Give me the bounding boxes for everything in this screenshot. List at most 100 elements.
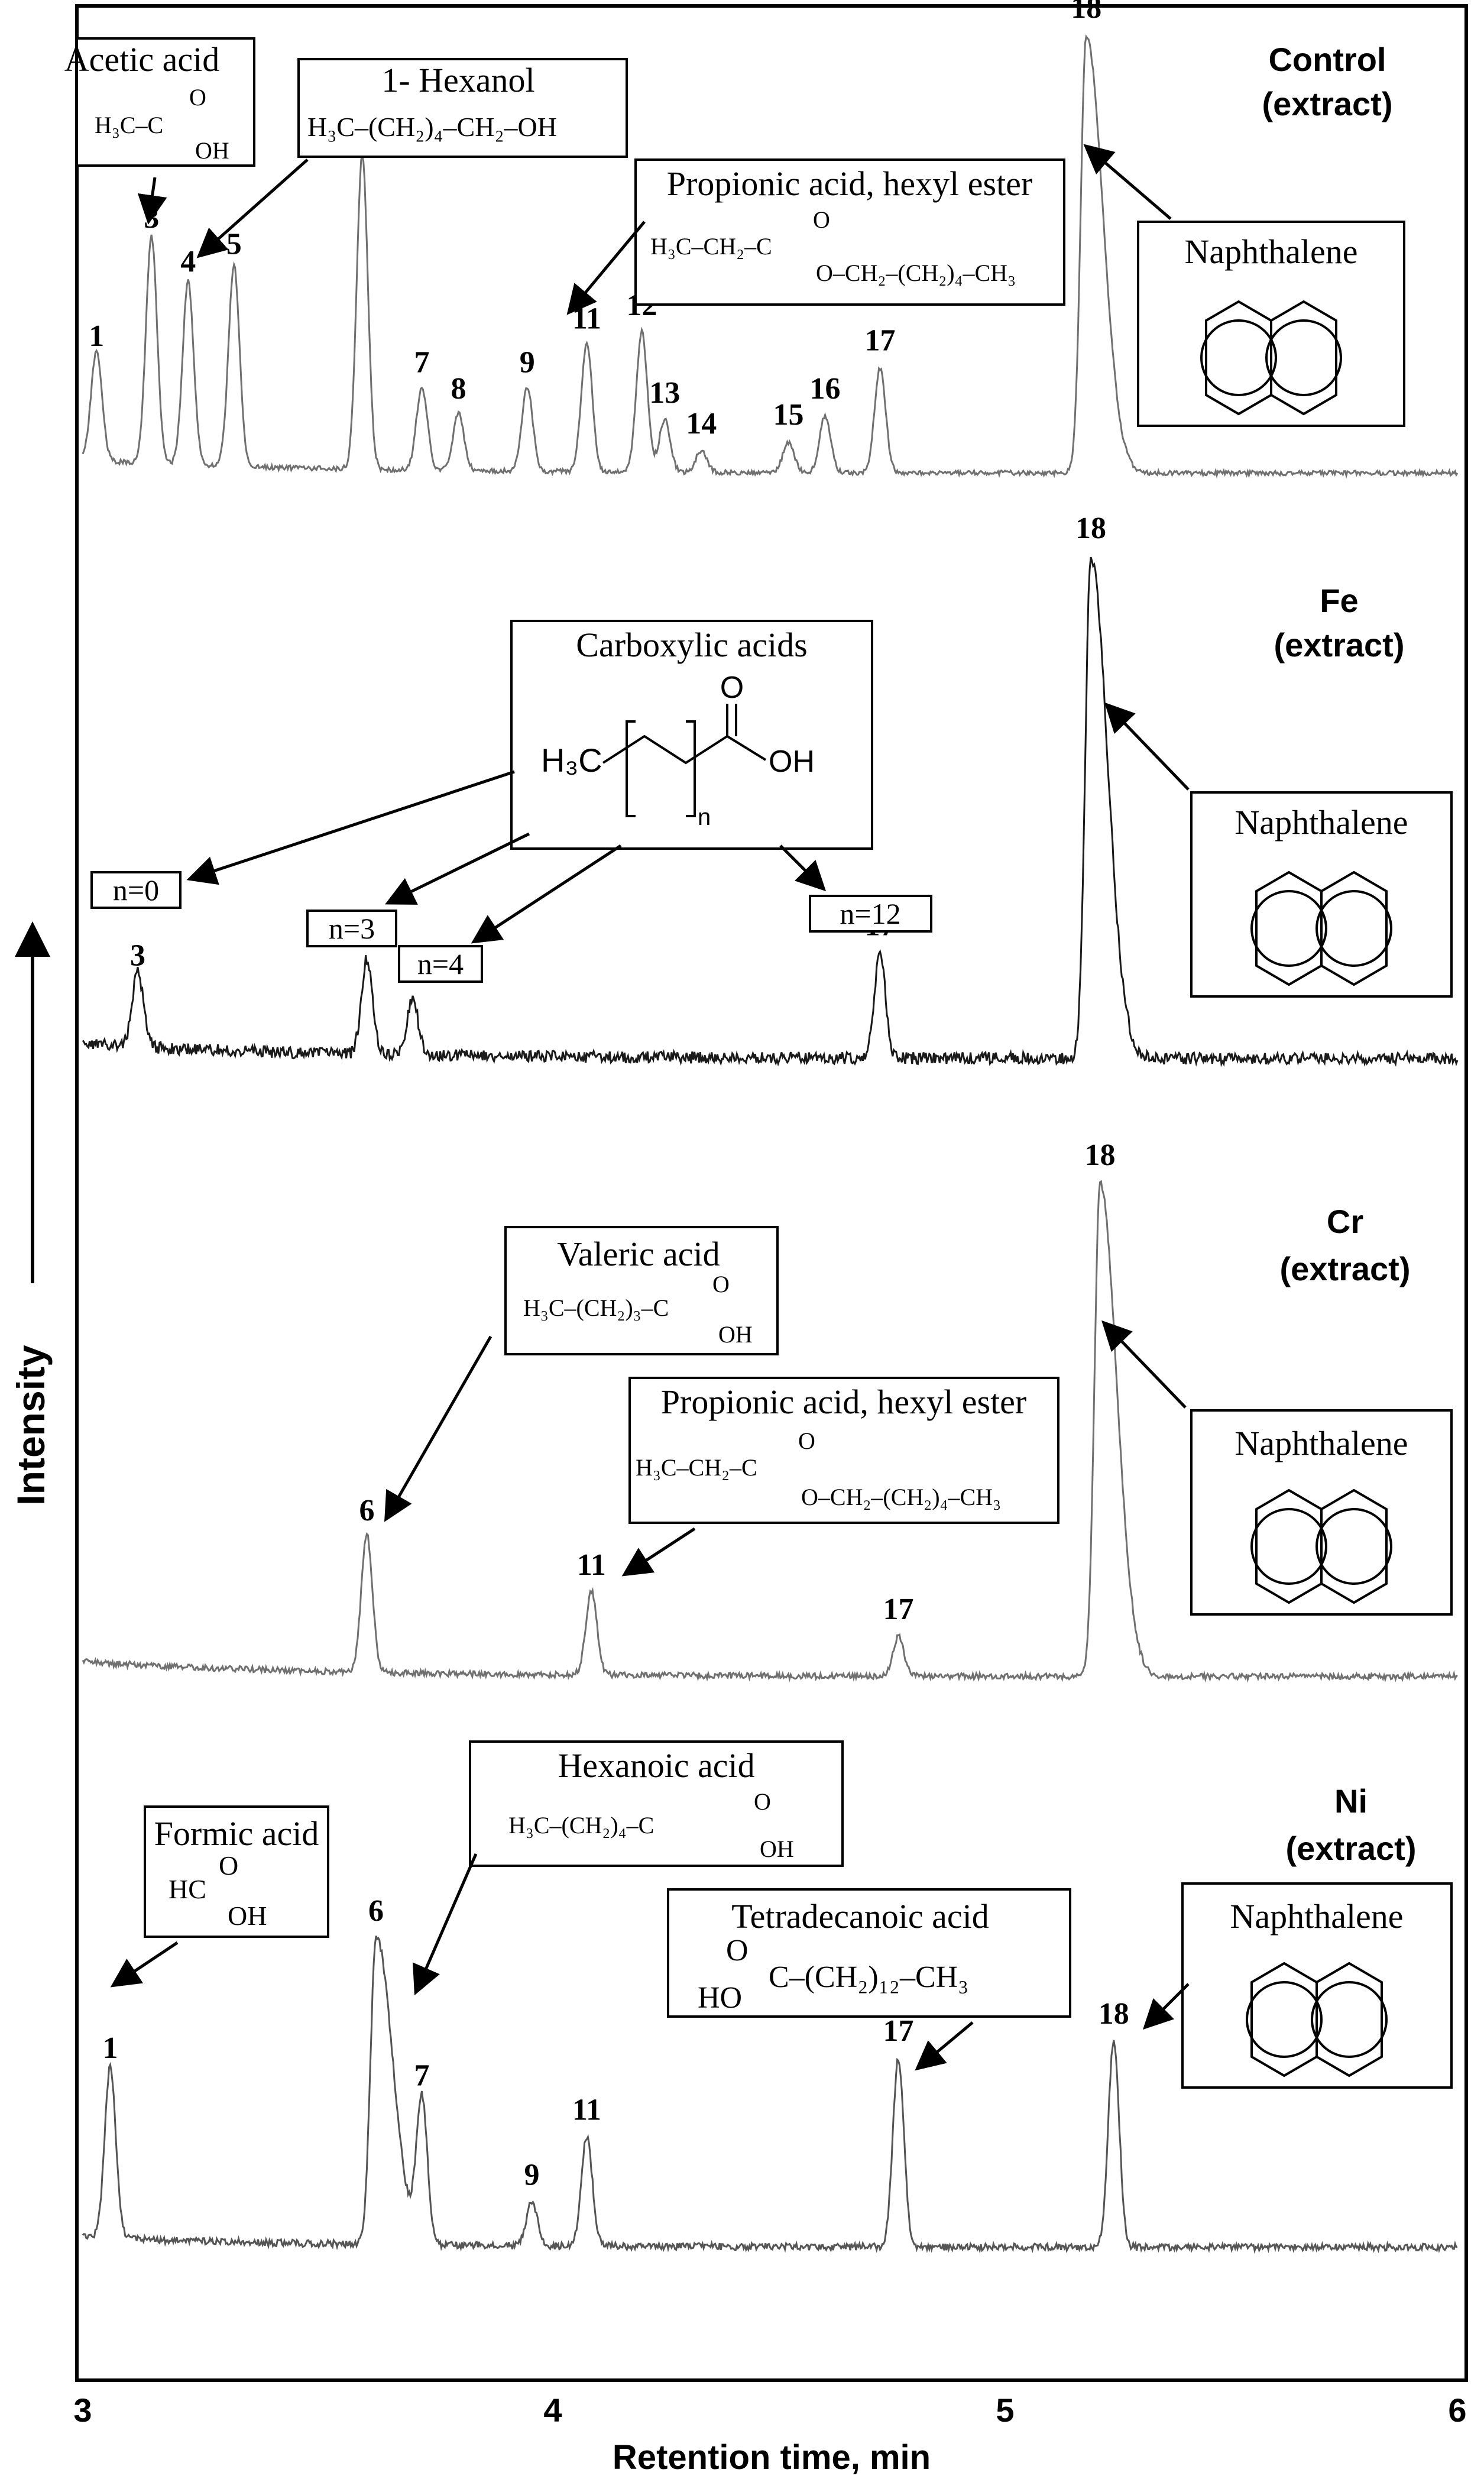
peak-label: 7	[414, 345, 430, 379]
annotation-naphthalene-3: Naphthalene	[1101, 1320, 1453, 1616]
svg-text:Naphthalene: Naphthalene	[1234, 1424, 1408, 1462]
svg-text:O: O	[813, 206, 830, 233]
svg-text:Formic acid: Formic acid	[154, 1814, 319, 1853]
x-tick-label: 3	[73, 2391, 92, 2429]
svg-text:O–CH₂–(CH₂)₄–CH₃: O–CH₂–(CH₂)₄–CH₃	[816, 260, 1016, 286]
series-line	[82, 1180, 1458, 1683]
peak-label: 1	[89, 319, 104, 353]
svg-text:H₃C–C: H₃C–C	[95, 112, 163, 138]
svg-text:n=4: n=4	[417, 947, 464, 980]
panel-labels: Control (extract) Fe (extract) Cr (extra…	[1262, 41, 1417, 1867]
peak-label: 11	[577, 1548, 606, 1582]
svg-text:OH: OH	[195, 137, 229, 164]
annotation-tetradecanoic-acid: Tetradecanoic acid O HO C–(CH₂)₁₂–CH₃	[667, 1888, 1071, 2071]
peak-label: 11	[572, 302, 601, 335]
annotation-formic-acid: Formic acid HC O OH	[110, 1805, 329, 1988]
peak-label: 17	[883, 1593, 914, 1626]
y-axis-title: Intensity	[9, 1345, 53, 1506]
peak-label: 15	[773, 398, 804, 432]
panel-label-cr-sub: (extract)	[1280, 1250, 1411, 1287]
annotation-naphthalene-2: Naphthalene	[1104, 702, 1453, 998]
svg-text:O: O	[720, 671, 744, 705]
svg-text:Acetic acid: Acetic acid	[64, 40, 219, 79]
peak-label: 17	[865, 323, 896, 357]
peak-label: 8	[451, 372, 466, 406]
panel-label-control-sub: (extract)	[1262, 85, 1393, 122]
svg-text:H₃C–(CH₂)₄–CH₂–OH: H₃C–(CH₂)₄–CH₂–OH	[307, 112, 557, 142]
svg-text:Propionic acid, hexyl ester: Propionic acid, hexyl ester	[661, 1383, 1027, 1421]
svg-text:Hexanoic acid: Hexanoic acid	[558, 1746, 754, 1785]
peak-label: 6	[359, 1494, 375, 1527]
annotation-naphthalene-1: Naphthalene	[1083, 144, 1405, 427]
svg-text:Tetradecanoic acid: Tetradecanoic acid	[731, 1897, 989, 1936]
svg-text:HO: HO	[698, 1981, 742, 2015]
naphthalene-icon	[1250, 1488, 1392, 1604]
naphthalene-icon	[1250, 870, 1392, 986]
peak-label: 16	[810, 372, 841, 406]
peak-label: 4	[180, 245, 196, 279]
peak-label: 9	[524, 2158, 540, 2192]
svg-text:Valeric acid: Valeric acid	[557, 1235, 720, 1273]
svg-text:O: O	[219, 1850, 238, 1881]
annotation-valeric-acid: Valeric acid H₃C–(CH₂)₃–C O OH	[384, 1226, 779, 1522]
svg-text:O: O	[754, 1788, 771, 1815]
x-axis-title: Retention time, min	[613, 2438, 931, 2477]
y-axis: Intensity	[9, 921, 53, 1506]
annotation-hexanoic-acid: Hexanoic acid H₃C–(CH₂)₄–C O OH	[413, 1740, 844, 1996]
x-tick-label: 6	[1448, 2391, 1466, 2429]
svg-text:Naphthalene: Naphthalene	[1184, 232, 1357, 271]
naphthalene-icon	[1246, 1962, 1388, 2077]
peak-label: 18	[1071, 0, 1101, 25]
svg-text:O: O	[726, 1934, 749, 1967]
peak-label: 18	[1099, 1997, 1129, 2031]
svg-text:OH: OH	[228, 1901, 267, 1931]
peak-label: 13	[649, 376, 680, 410]
plot-frame	[75, 4, 1468, 2382]
svg-text:Propionic acid, hexyl ester: Propionic acid, hexyl ester	[667, 164, 1033, 203]
series-line	[82, 34, 1459, 479]
peak-label: 11	[572, 2093, 601, 2127]
peak-label: 7	[414, 2059, 430, 2092]
svg-text:H₃C–(CH₂)₄–C: H₃C–(CH₂)₄–C	[508, 1812, 654, 1839]
svg-text:Carboxylic acids: Carboxylic acids	[576, 626, 807, 664]
svg-text:n=3: n=3	[329, 912, 375, 945]
annotation-acetic-acid: Acetic acid H₃C–C O OH	[64, 37, 255, 225]
peak-label: 14	[686, 407, 717, 441]
x-axis: 3 4 5 6 Retention time, min	[73, 2391, 1466, 2477]
panel-label-ni: Ni	[1334, 1782, 1368, 1820]
svg-text:O: O	[798, 1428, 815, 1454]
svg-text:H₃C: H₃C	[541, 742, 602, 779]
svg-text:C–(CH₂)₁₂–CH₃: C–(CH₂)₁₂–CH₃	[769, 1960, 968, 1994]
svg-text:n=12: n=12	[840, 897, 900, 930]
naphthalene-icon	[1200, 300, 1342, 416]
annotation-propionic-ester-2: Propionic acid, hexyl ester H₃C–CH₂–C O …	[621, 1377, 1059, 1577]
peak-label: 9	[520, 345, 535, 379]
svg-text:1- Hexanol: 1- Hexanol	[381, 61, 534, 99]
traces	[82, 34, 1459, 2254]
annotation-carboxylic-acids: Carboxylic acids H₃C n O OH	[186, 620, 873, 944]
peak-label: 5	[226, 228, 242, 261]
svg-text:Naphthalene: Naphthalene	[1234, 803, 1408, 842]
svg-text:OH: OH	[760, 1836, 794, 1862]
svg-text:n: n	[698, 804, 711, 830]
svg-text:Naphthalene: Naphthalene	[1230, 1897, 1403, 1936]
peak-label: 17	[883, 2014, 914, 2048]
panel-label-cr: Cr	[1327, 1203, 1363, 1240]
peak-label: 18	[1075, 512, 1106, 545]
panel-label-control: Control	[1268, 41, 1386, 78]
svg-text:O: O	[189, 84, 206, 111]
svg-text:OH: OH	[718, 1321, 753, 1348]
peak-labels: 1345678911121314151617183617186111718167…	[89, 0, 1129, 2192]
peak-label: 6	[368, 1894, 384, 1928]
svg-text:H₃C–CH₂–C: H₃C–CH₂–C	[636, 1454, 757, 1481]
peak-label: 3	[130, 939, 145, 973]
panel-label-fe-sub: (extract)	[1274, 626, 1405, 664]
series-line	[82, 556, 1459, 1067]
peak-label: 1	[103, 2031, 118, 2065]
svg-text:O–CH₂–(CH₂)₄–CH₃: O–CH₂–(CH₂)₄–CH₃	[801, 1484, 1001, 1510]
panel-label-fe: Fe	[1320, 582, 1358, 619]
panel-label-ni-sub: (extract)	[1286, 1830, 1417, 1867]
svg-text:H₃C–CH₂–C: H₃C–CH₂–C	[650, 233, 772, 260]
series-line	[82, 1936, 1458, 2254]
